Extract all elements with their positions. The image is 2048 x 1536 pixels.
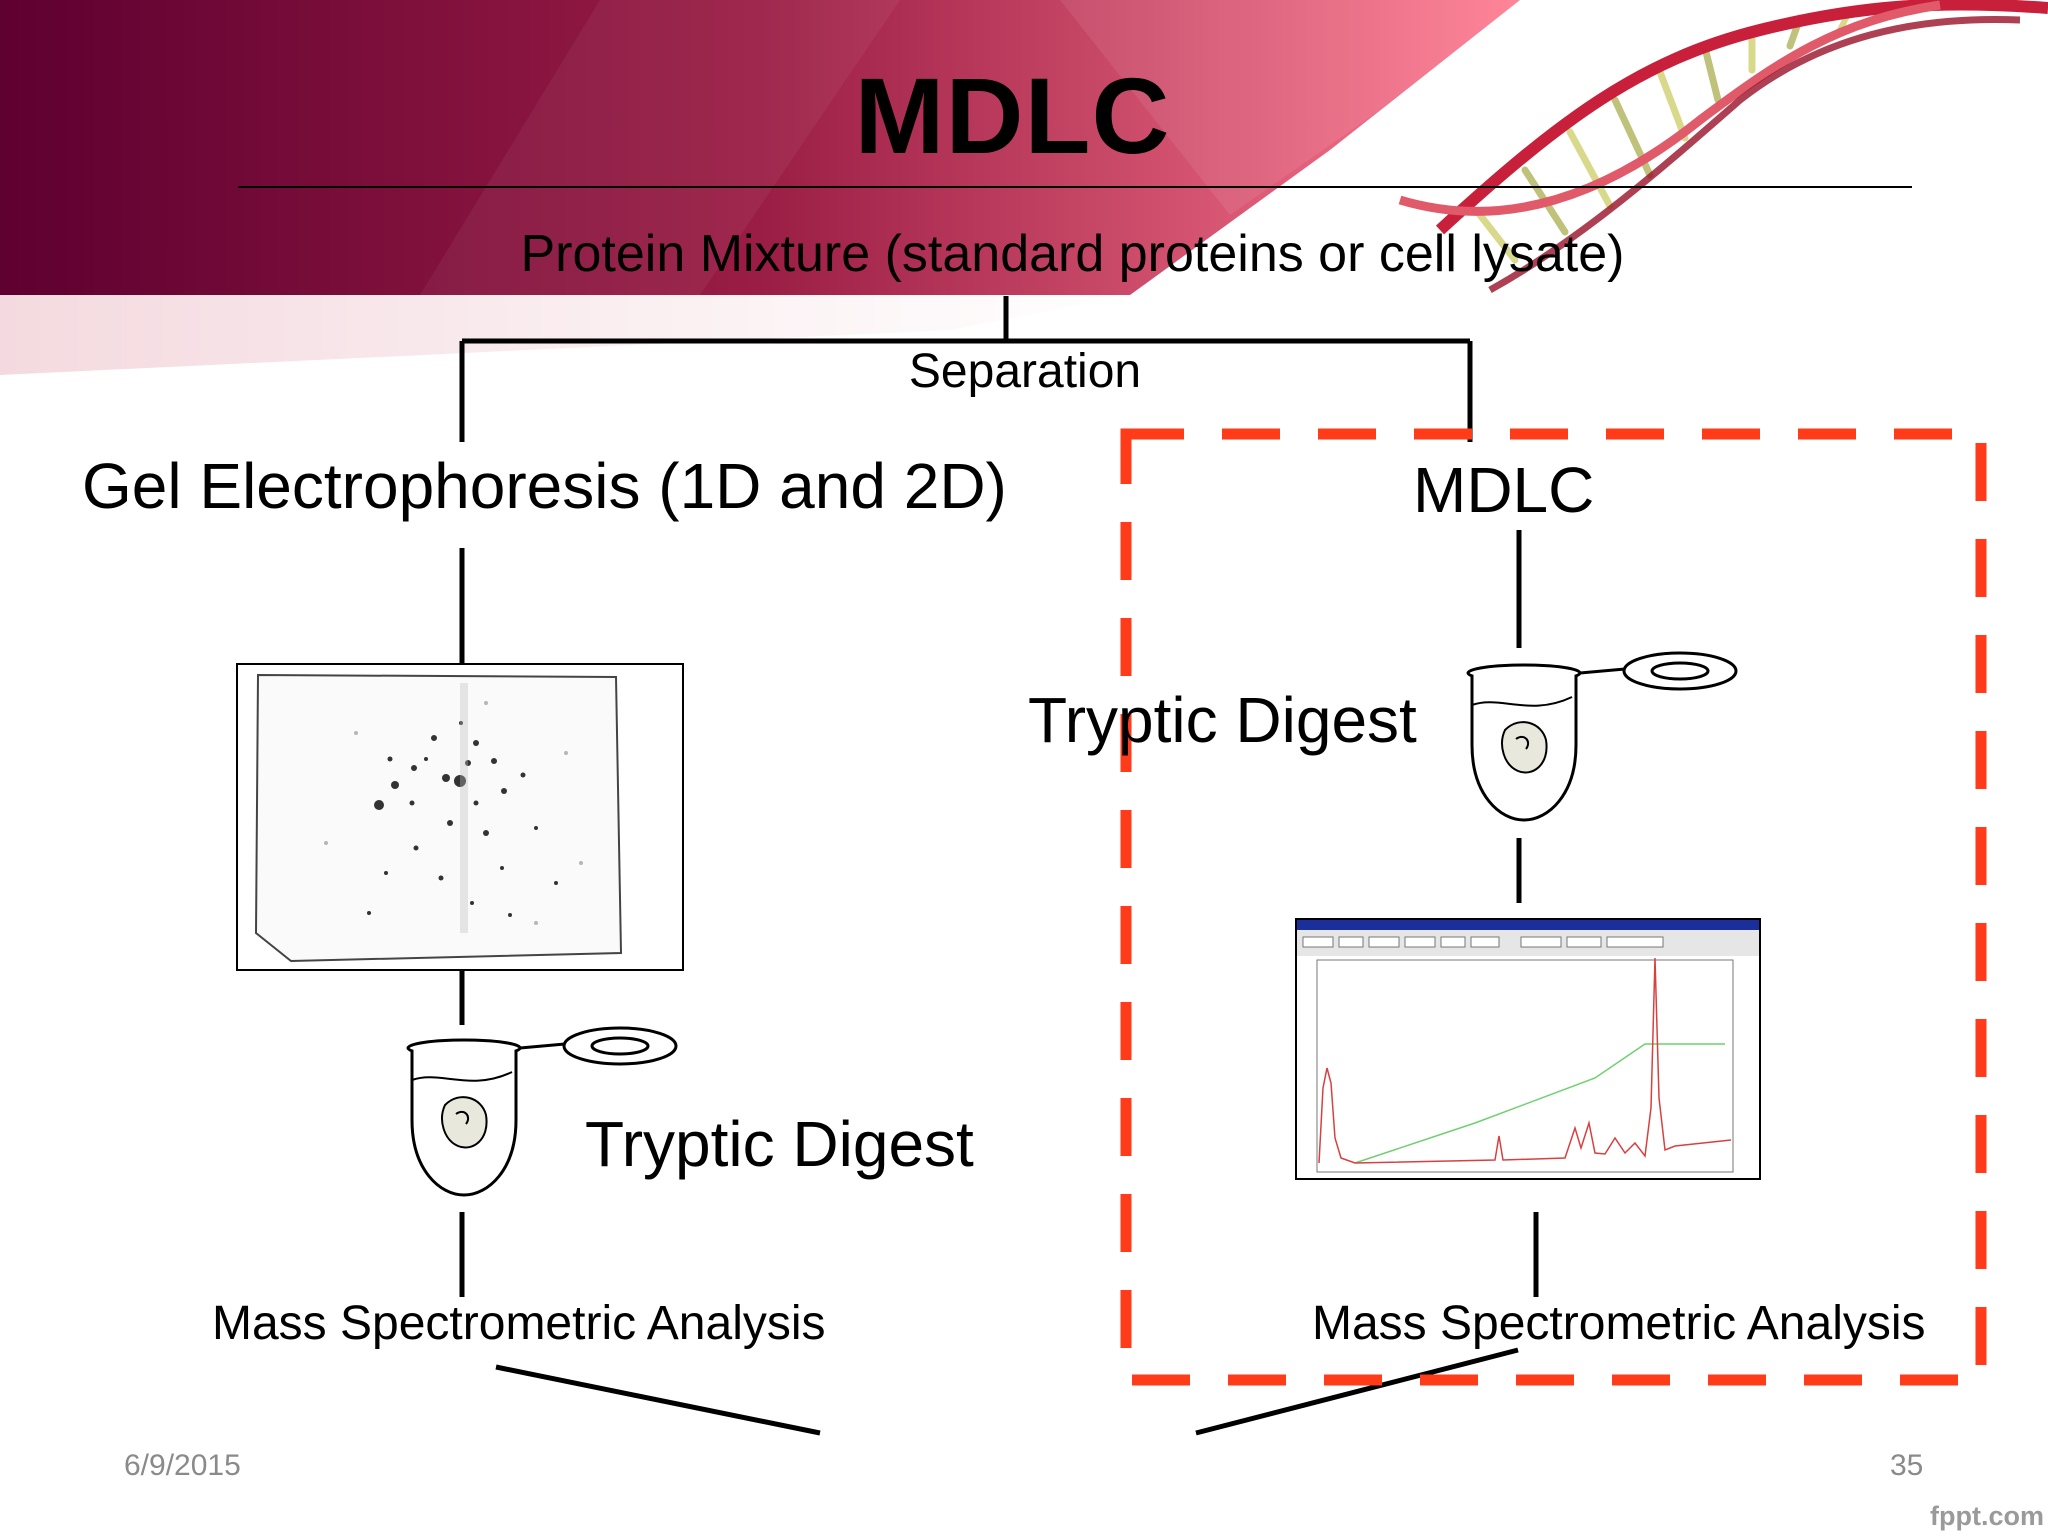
chromatogram-screenshot: [1295, 918, 1761, 1180]
microtube-icon: [406, 1026, 678, 1197]
mdlc-highlight-box: [1120, 428, 1987, 1386]
gel-electrophoresis-label: Gel Electrophoresis (1D and 2D): [82, 450, 1007, 522]
dna-helix-icon: [1398, 0, 2048, 294]
slide-date: 6/9/2015: [124, 1449, 241, 1482]
microtube-icon: [1466, 651, 1738, 822]
mass-spec-right-label: Mass Spectrometric Analysis: [1312, 1297, 1926, 1350]
watermark: fppt.com: [1930, 1501, 2044, 1531]
mass-spec-left-label: Mass Spectrometric Analysis: [212, 1297, 826, 1350]
separation-label: Separation: [908, 345, 1142, 398]
slide-title: MDLC: [854, 55, 1171, 176]
tryptic-digest-right-label: Tryptic Digest: [1028, 684, 1417, 756]
header-banner: [0, 0, 1520, 375]
mdlc-branch-label: MDLC: [1413, 454, 1595, 526]
gel-image: [236, 663, 684, 971]
slide-number: 35: [1890, 1449, 1924, 1482]
title-underline: [238, 186, 1912, 188]
protein-mixture-label: Protein Mixture (standard proteins or ce…: [520, 225, 1625, 283]
tryptic-digest-left-label: Tryptic Digest: [585, 1108, 974, 1180]
